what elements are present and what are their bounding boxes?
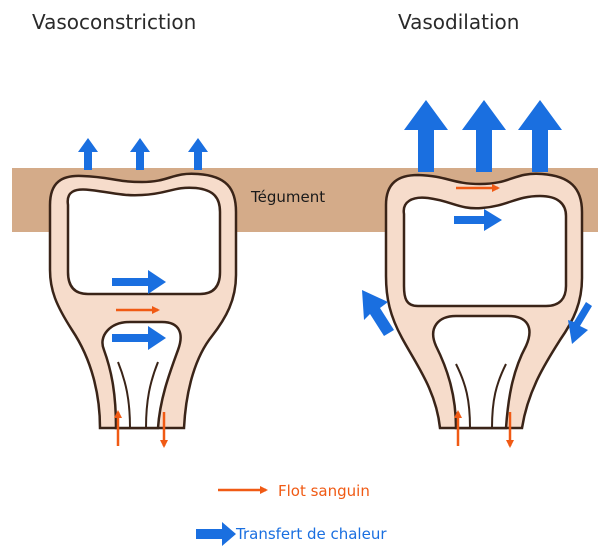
- left-heat-arrows-up: [78, 138, 208, 170]
- left-heat-arrow-2: [130, 138, 150, 170]
- left-heat-arrow-3: [188, 138, 208, 170]
- legend-heat-transfer-label: Transfert de chaleur: [236, 525, 387, 543]
- right-heat-arrow-2: [462, 100, 506, 172]
- vasoconstriction-vessel: [50, 174, 236, 428]
- legend-heat-arrow: [196, 522, 236, 546]
- legend-blood-flow-label: Flot sanguin: [278, 482, 370, 500]
- right-heat-arrow-1: [404, 100, 448, 172]
- right-heat-arrow-3: [518, 100, 562, 172]
- tegument-label: Tégument: [251, 188, 325, 206]
- left-heat-arrow-1: [78, 138, 98, 170]
- right-heat-arrows-up: [404, 100, 562, 172]
